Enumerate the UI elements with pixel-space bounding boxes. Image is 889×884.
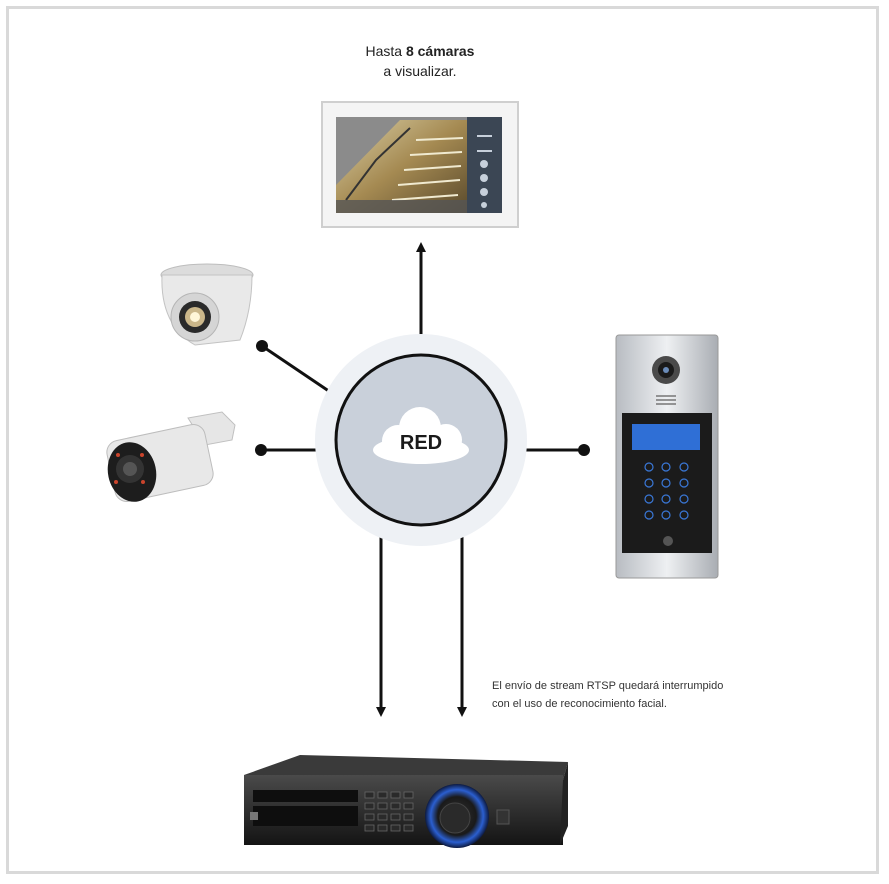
endpoint-bullet xyxy=(255,444,267,456)
monitor-caption: Hasta 8 cámaras a visualizar. xyxy=(300,41,540,81)
endpoint-dome xyxy=(256,340,268,352)
rtsp-note: El envío de stream RTSP quedará interrum… xyxy=(492,677,792,713)
dome-camera-icon xyxy=(160,263,254,346)
note-line1: El envío de stream RTSP quedará interrum… xyxy=(492,680,724,692)
note-line2: con el uso de reconocimiento facial. xyxy=(492,698,667,710)
caption-line2: a visualizar. xyxy=(383,63,457,79)
cloud-icon xyxy=(373,407,469,464)
caption-prefix: Hasta xyxy=(365,43,406,59)
network-label: RED xyxy=(400,432,442,454)
door-panel-icon xyxy=(615,334,719,579)
network-hub: RED xyxy=(315,334,527,546)
monitor-icon xyxy=(321,101,519,228)
bullet-camera-icon xyxy=(106,411,236,502)
caption-bold: 8 cámaras xyxy=(405,43,475,59)
endpoint-panel xyxy=(578,444,590,456)
nvr-recorder-icon xyxy=(244,755,568,848)
